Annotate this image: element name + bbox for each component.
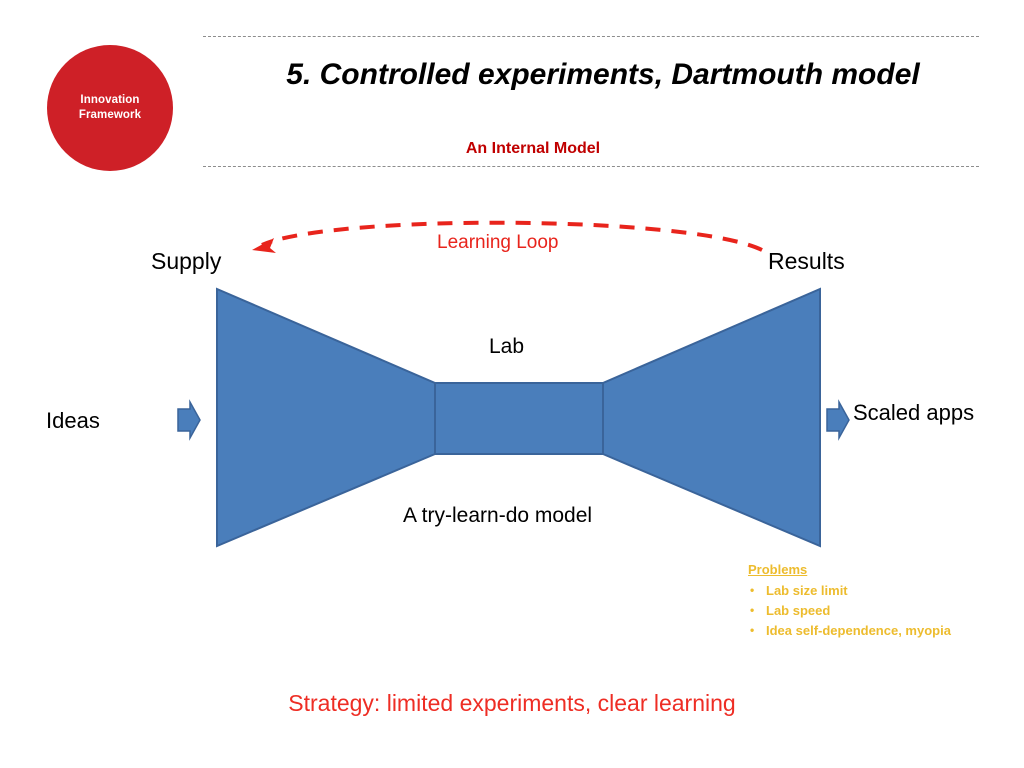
badge-label-line2: Framework [78, 109, 142, 121]
lab-label: Lab [489, 335, 525, 358]
list-item: Lab speed [748, 600, 951, 621]
problems-callout: Problems Lab size limit Lab speed Idea s… [748, 560, 951, 641]
learning-loop-arrowhead-icon [252, 238, 276, 253]
results-label: Results [768, 248, 845, 274]
scaled-apps-output-arrow-icon [826, 399, 850, 441]
problems-list: Lab size limit Lab speed Idea self-depen… [748, 580, 951, 641]
innovation-framework-badge: Innovation Framework [47, 45, 173, 171]
header-divider-bottom [203, 166, 979, 167]
page-subtitle: An Internal Model [465, 140, 601, 157]
page-title: 5. Controlled experiments, Dartmouth mod… [286, 58, 920, 91]
model-caption: A try-learn-do model [403, 504, 593, 527]
results-funnel-shape [602, 287, 821, 548]
supply-label: Supply [151, 248, 222, 274]
header-divider-top [203, 36, 979, 37]
badge-label-line1: Innovation [80, 94, 140, 106]
list-item: Lab size limit [748, 580, 951, 601]
ideas-input-arrow-icon [177, 399, 201, 441]
lab-core-shape [434, 382, 604, 455]
ideas-label: Ideas [46, 408, 100, 433]
problems-heading: Problems [748, 562, 808, 577]
list-item: Idea self-dependence, myopia [748, 620, 951, 641]
learning-loop-label: Learning Loop [437, 232, 559, 253]
scaled-apps-label: Scaled apps [853, 400, 975, 425]
strategy-statement: Strategy: limited experiments, clear lea… [288, 690, 736, 716]
